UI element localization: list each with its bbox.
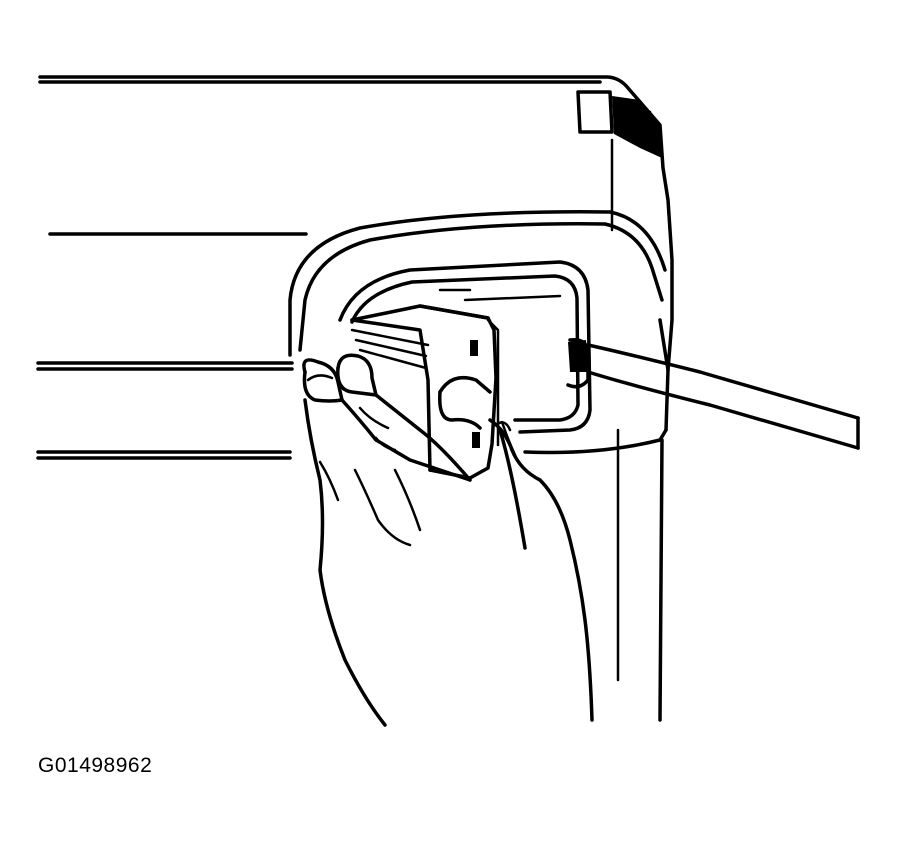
hand bbox=[302, 353, 594, 727]
flat-blade-tool bbox=[586, 343, 860, 450]
socket-frame bbox=[338, 260, 592, 434]
panel-housing bbox=[36, 75, 674, 722]
connector-body bbox=[350, 304, 500, 480]
connector-recess bbox=[288, 210, 670, 372]
corner-tab bbox=[576, 90, 662, 158]
figure-id-label: G01498962 bbox=[38, 754, 153, 777]
